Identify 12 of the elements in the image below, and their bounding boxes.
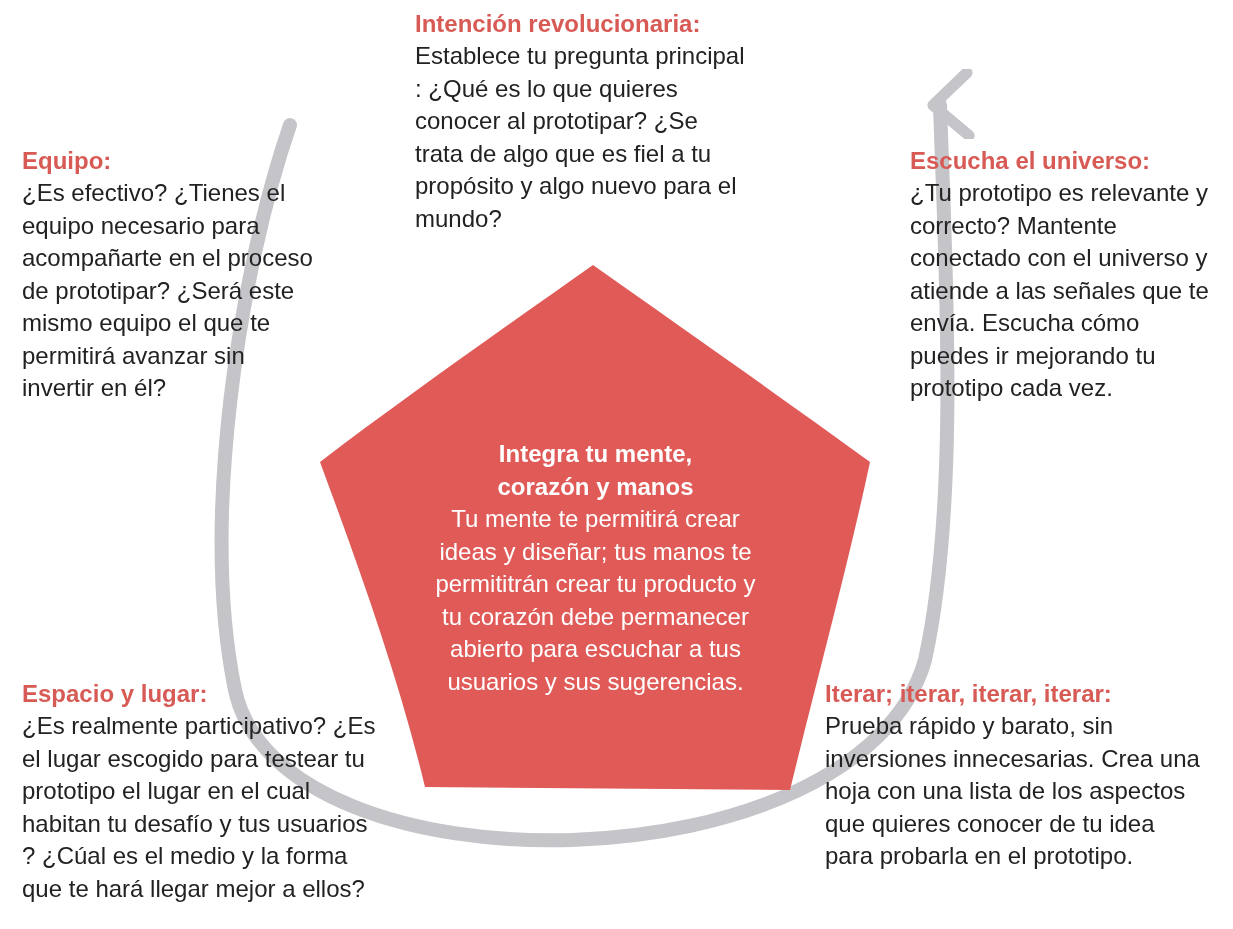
section-text: Establece tu pregunta principal : ¿Qué es lo que quieres conocer al prototipar? ¿Se trata de algo que es fiel a tu propósito y algo nuevo para el mundo? <box>415 41 745 234</box>
section-heading: Espacio y lugar: <box>22 679 209 709</box>
section-heading: Escucha el universo: <box>910 146 1152 176</box>
section-text: Prueba rápido y barato, sin inversiones innecesarias. Crea una hoja con una lista de los aspectos que quieres conocer de tu idea para probarla en el prototipo. <box>825 711 1200 871</box>
pentagon-heading: Integra tu mente, corazón y manos <box>496 439 695 502</box>
section-heading: Equipo: <box>22 146 113 176</box>
pentagon-text: Tu mente te permitirá crear ideas y diseñar; tus manos te permititrán crear tu producto y tu corazón debe permanecer abierto para escuchar a tus usuarios y sus sugerencias. <box>434 504 757 697</box>
section-text: ¿Tu prototipo es relevante y correcto? Mantente conectado con el universo y atiende a las señales que te envía. Escucha cómo puedes ir mejorando tu prototipo cada vez. <box>910 178 1210 403</box>
section-heading: Iterar; iterar, iterar, iterar: <box>825 679 1113 709</box>
section-text: ¿Es realmente participativo? ¿Es el lugar escogido para testear tu prototipo el lugar en el cual habitan tu desafío y tus usuarios ? ¿Cúal es el medio y la forma que te hará llegar mejor a ellos? <box>22 711 377 904</box>
section-heading: Intención revolucionaria: <box>415 9 702 39</box>
section-text: ¿Es efectivo? ¿Tienes el equipo necesario para acompañarte en el proceso de prototipar? ¿Será este mismo equipo el que te permitirá avanzar sin invertir en él? <box>22 178 314 403</box>
